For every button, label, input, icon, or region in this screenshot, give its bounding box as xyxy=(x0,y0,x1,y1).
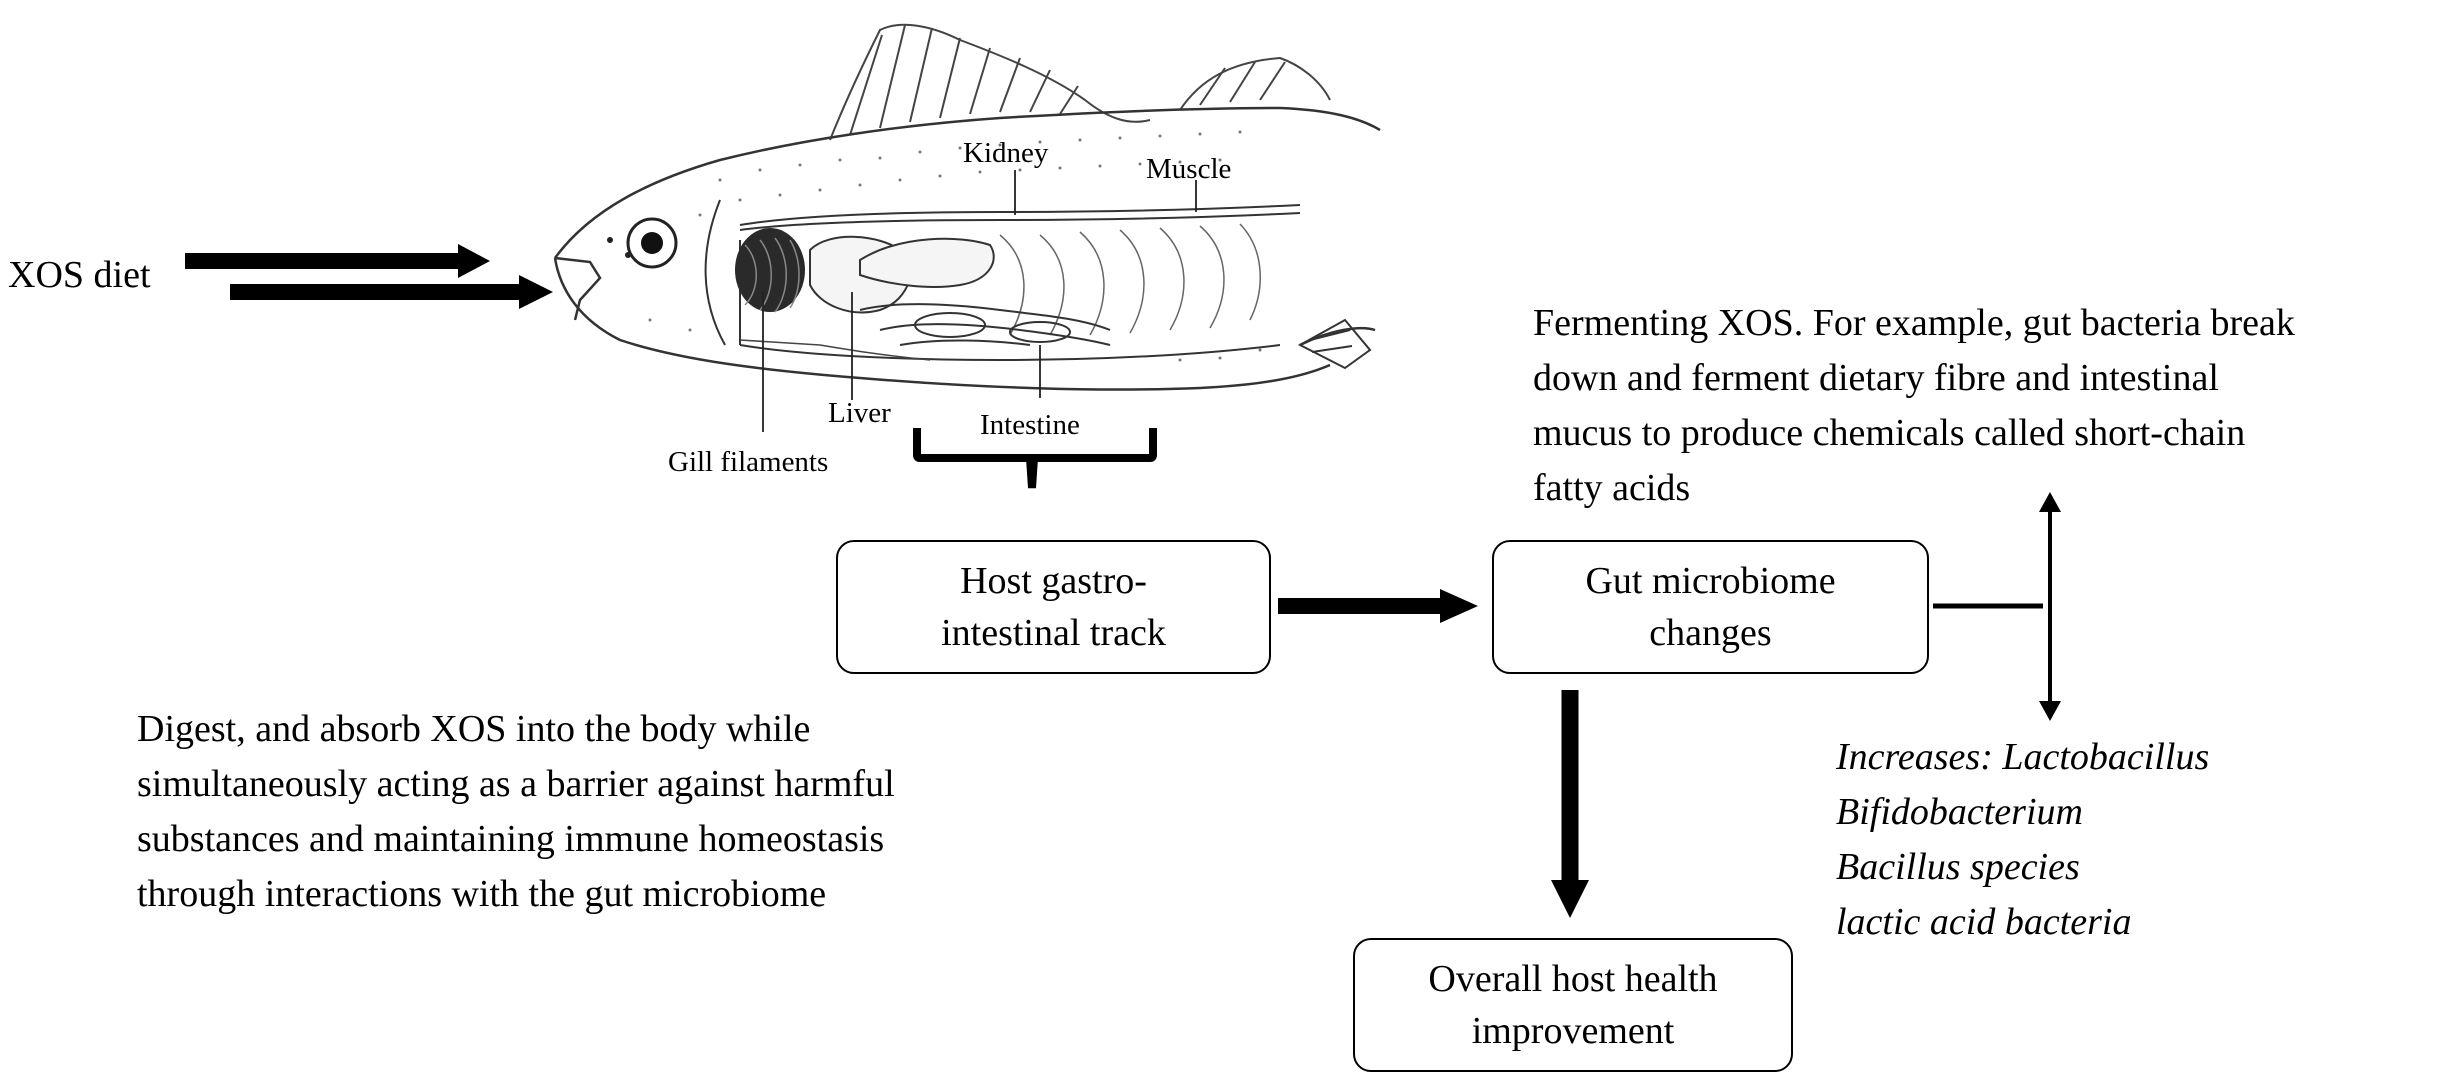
increases-line2: Bifidobacterium xyxy=(1836,791,2083,833)
arrow-microbiome-to-health xyxy=(1551,690,1589,918)
body-cavity xyxy=(739,204,1301,362)
host-gi-line1: Host gastro- xyxy=(960,560,1147,602)
fermenting-line2: down and ferment dietary fibre and intes… xyxy=(1533,357,2219,399)
xos-diet-label: XOS diet xyxy=(8,254,151,296)
gut-microbiome-box: Gut microbiome changes xyxy=(1492,540,1929,674)
fermenting-note: Fermenting XOS. For example, gut bacteri… xyxy=(1533,296,2295,516)
increases-line3: Bacillus species xyxy=(1836,846,2080,888)
overall-health-box: Overall host health improvement xyxy=(1353,938,1793,1072)
digest-line2: simultaneously acting as a barrier again… xyxy=(137,763,895,805)
overall-health-line2: improvement xyxy=(1471,1010,1675,1052)
increases-line1: Increases: Lactobacillus xyxy=(1836,736,2210,778)
gill-filaments-label: Gill filaments xyxy=(668,446,829,478)
muscle-label: Muscle xyxy=(1146,153,1232,185)
fish-eye xyxy=(607,217,678,269)
double-arrow xyxy=(2039,492,2061,721)
fermenting-line4: fatty acids xyxy=(1533,467,1691,509)
overall-health-line1: Overall host health xyxy=(1428,958,1718,1000)
xos-diet-arrows xyxy=(185,244,553,309)
kidney-label: Kidney xyxy=(963,137,1049,169)
leader-lines xyxy=(762,170,1197,432)
liver-label: Liver xyxy=(828,397,891,429)
host-gi-box: Host gastro- intestinal track xyxy=(836,540,1271,674)
dorsal-fin xyxy=(829,23,1331,141)
gut-ventral xyxy=(739,339,931,361)
increases-note: Increases: Lactobacillus Bifidobacterium… xyxy=(1836,730,2209,950)
digest-line1: Digest, and absorb XOS into the body whi… xyxy=(137,708,811,750)
scale-texture xyxy=(648,130,1262,362)
gut-microbiome-line2: changes xyxy=(1649,612,1772,654)
intestine-label: Intestine xyxy=(980,409,1080,441)
muscle-tissue xyxy=(999,223,1261,336)
fermenting-line1: Fermenting XOS. For example, gut bacteri… xyxy=(1533,302,2295,344)
intestine-bracket xyxy=(913,428,1157,489)
digest-note: Digest, and absorb XOS into the body whi… xyxy=(137,702,895,922)
fermenting-line3: mucus to produce chemicals called short-… xyxy=(1533,412,2246,454)
liver-organ xyxy=(809,235,995,314)
tail xyxy=(1297,318,1372,370)
intestine-organ xyxy=(859,303,1111,346)
digest-line3: substances and maintaining immune homeos… xyxy=(137,818,885,860)
gill-filaments-organ xyxy=(735,228,805,313)
digest-line4: through interactions with the gut microb… xyxy=(137,873,827,915)
increases-line4: lactic acid bacteria xyxy=(1836,901,2132,943)
host-gi-line2: intestinal track xyxy=(941,612,1166,654)
arrow-gi-to-microbiome xyxy=(1278,589,1478,623)
gut-microbiome-line1: Gut microbiome xyxy=(1585,560,1836,602)
gill-cover xyxy=(704,199,726,346)
